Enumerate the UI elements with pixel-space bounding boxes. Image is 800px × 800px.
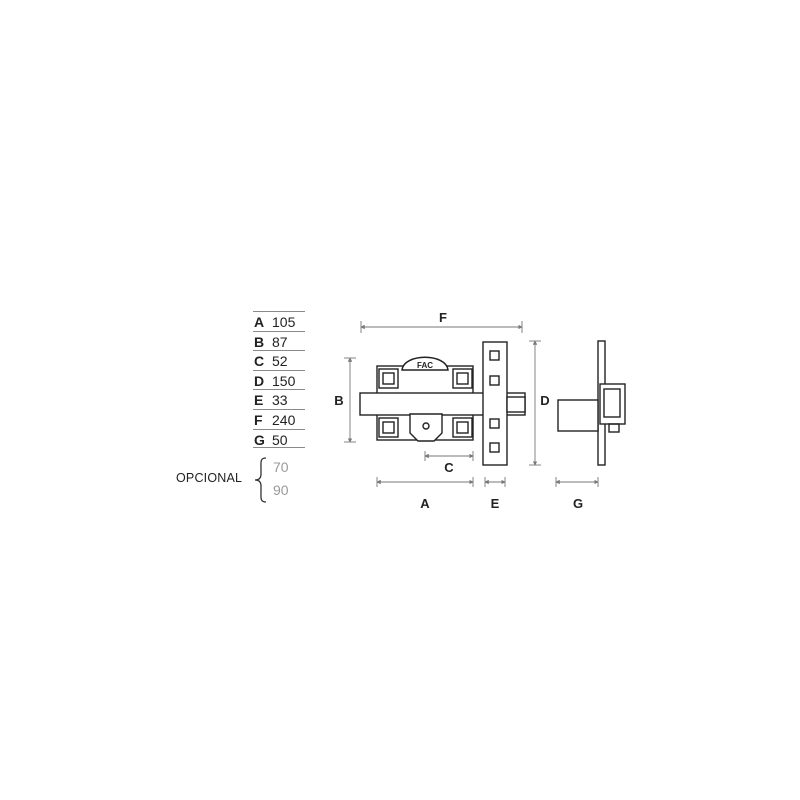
- dimension-letter: G: [254, 431, 265, 448]
- screw-frame: [378, 417, 399, 438]
- screw-icon: [489, 442, 500, 453]
- screw-frame: [452, 417, 473, 438]
- dimension-row-b: B 87: [253, 330, 305, 351]
- brace-icon: [254, 457, 267, 503]
- dimension-value: 150: [272, 372, 296, 389]
- screw-icon: [489, 350, 500, 361]
- dimension-row-d: D 150: [253, 369, 305, 390]
- dimension-value: 50: [272, 431, 288, 448]
- dimension-row-e: E 33: [253, 389, 305, 409]
- dimension-value: 240: [272, 411, 296, 428]
- dimension-label-f: F: [439, 310, 447, 325]
- screw-icon: [489, 375, 500, 386]
- dimension-row-g: G 50: [253, 428, 305, 449]
- dimension-value: 33: [272, 392, 288, 409]
- side-view-bolt: [557, 399, 599, 432]
- screw-icon: [489, 418, 500, 429]
- dimension-letter: B: [254, 333, 265, 350]
- dimension-letter: A: [254, 314, 265, 330]
- screw-icon: [382, 421, 395, 434]
- dimension-letter: C: [254, 353, 265, 370]
- dimension-label-a: A: [420, 496, 430, 511]
- screw-icon: [456, 372, 469, 385]
- dimension-row-c: C 52: [253, 350, 305, 370]
- dimension-letter: E: [254, 392, 264, 409]
- optional-value: 70: [273, 459, 289, 475]
- screw-frame: [452, 368, 473, 389]
- dimension-label-d: D: [540, 393, 549, 408]
- dimension-row-a: A 105: [253, 311, 305, 331]
- dimension-value: 105: [272, 314, 296, 330]
- dimension-label-c: C: [444, 460, 454, 475]
- keyhole-icon: [422, 422, 430, 430]
- side-view-tab: [608, 423, 620, 433]
- lock-arch: [401, 356, 449, 371]
- keyhole-plate: [409, 413, 443, 442]
- bolt-end: [506, 396, 526, 413]
- dimension-value: 52: [272, 353, 288, 370]
- strike-plate: [482, 341, 508, 466]
- dimension-letter: D: [254, 372, 265, 389]
- side-view-bracket-inner: [603, 388, 621, 418]
- screw-icon: [382, 372, 395, 385]
- dimension-table: A 105 B 87 C 52 D 150 E 33 F 240 G 50: [253, 311, 305, 449]
- dimension-value: 87: [272, 333, 288, 350]
- brand-label: FAC: [417, 361, 433, 370]
- dimension-row-f: F 240: [253, 408, 305, 429]
- dimension-label-e: E: [491, 496, 500, 511]
- optional-label: OPCIONAL: [176, 471, 243, 485]
- screw-frame: [378, 368, 399, 389]
- dimension-label-g: G: [573, 496, 583, 511]
- screw-icon: [456, 421, 469, 434]
- dimension-letter: F: [254, 411, 263, 428]
- optional-value: 90: [273, 482, 289, 498]
- dimension-label-b: B: [334, 393, 343, 408]
